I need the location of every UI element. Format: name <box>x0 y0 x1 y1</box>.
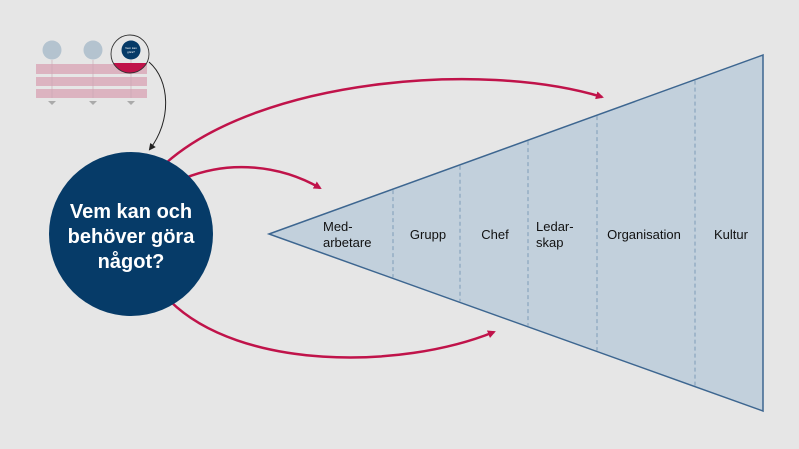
funnel-shape <box>266 53 764 413</box>
mini-dot <box>42 40 62 60</box>
funnel-segment-label: arbetare <box>323 235 371 250</box>
funnel-segment-label: Grupp <box>410 227 446 242</box>
mini-down-marker <box>127 101 135 105</box>
funnel-segment-label: Kultur <box>714 227 749 242</box>
funnel-segment-label: Chef <box>481 227 509 242</box>
mini-row <box>36 64 147 74</box>
funnel-segment-label: Organisation <box>607 227 681 242</box>
funnel: Med-arbetare Grupp Chef Ledar-skap Organisat… <box>266 53 764 413</box>
arrow-to-organisation <box>165 77 604 164</box>
zoom-connector-arrow <box>148 61 167 151</box>
funnel-segment-label: Ledar- <box>536 219 574 234</box>
mini-dot-text: Vem kan <box>125 46 137 50</box>
funnel-segment-label: skap <box>536 235 563 250</box>
arrow-to-medarbetare <box>184 165 322 190</box>
mini-row <box>36 89 147 98</box>
mini-down-marker <box>48 101 56 105</box>
question-line: Vem kan och <box>70 201 192 223</box>
mini-magnifier-ring <box>110 34 150 74</box>
mini-dot <box>83 40 103 60</box>
mini-highlight-fill <box>111 63 149 73</box>
question-line: behöver göra <box>68 226 196 248</box>
question-circle-bg <box>49 152 213 316</box>
question-circle: Vem kan och behöver göra något? <box>49 152 213 316</box>
mini-row <box>36 77 147 86</box>
mini-dot-text: göra? <box>127 50 135 54</box>
funnel-segment-label: Med- <box>323 219 353 234</box>
mini-dot-highlighted <box>121 40 141 60</box>
question-line: något? <box>98 250 165 273</box>
mini-down-marker <box>89 101 97 105</box>
mini-overview: Vem kan göra? <box>36 34 150 105</box>
arrow-to-grupp <box>169 300 496 359</box>
